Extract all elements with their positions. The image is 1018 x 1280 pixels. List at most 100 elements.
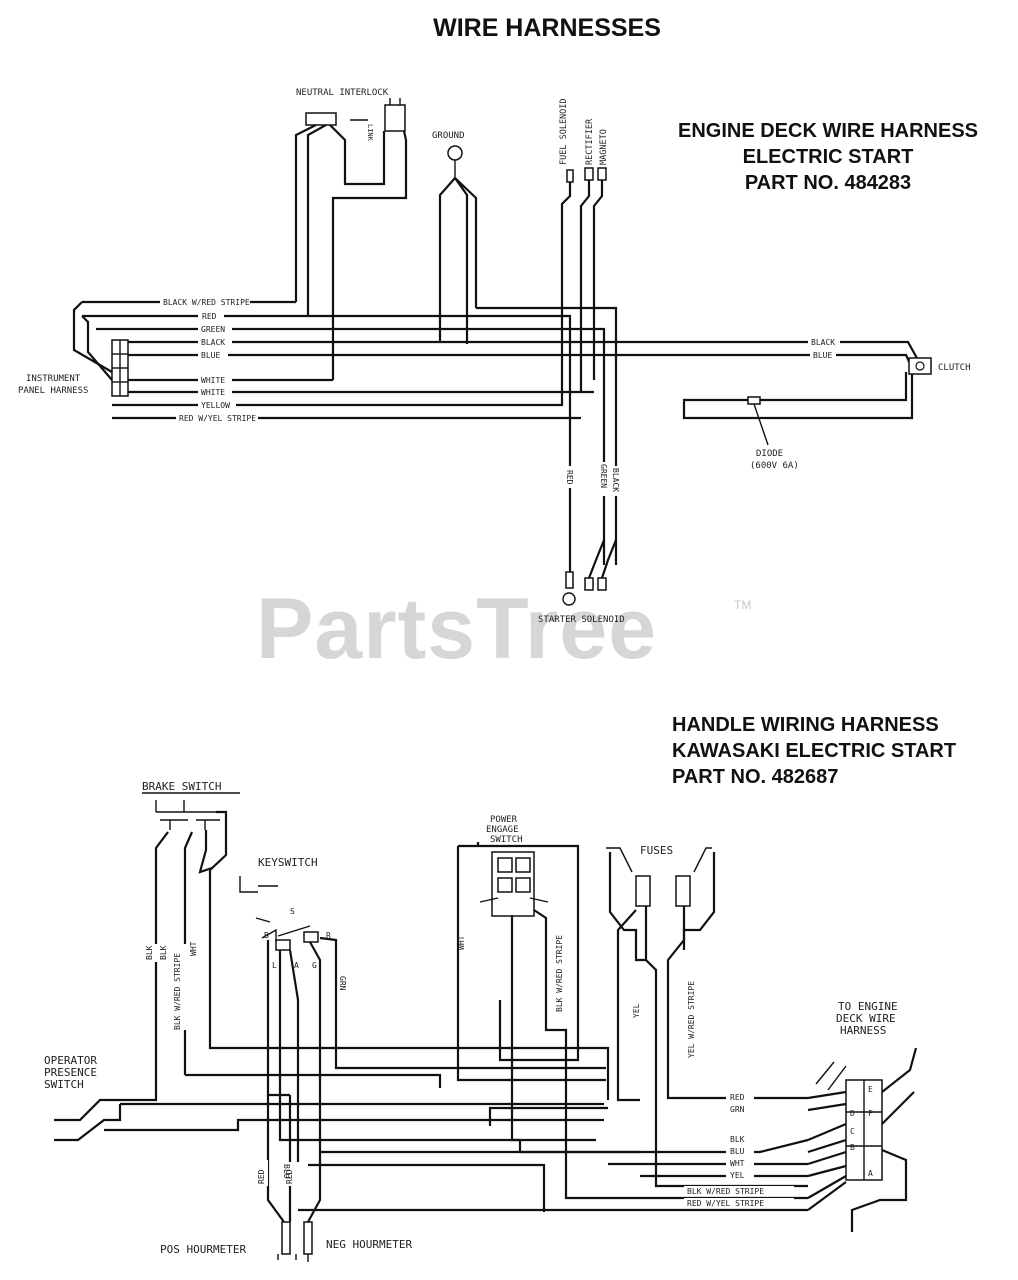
- key-terminal-l: L: [272, 961, 277, 970]
- wire-label-blue: BLUE: [201, 351, 220, 360]
- conn-terminal-b: B: [850, 1143, 855, 1152]
- handle-wire-yel: YEL: [632, 1003, 641, 1018]
- handle-wire-wht-2: WHT: [457, 935, 466, 950]
- starter-solenoid: [562, 539, 618, 606]
- hourmeters: [266, 1095, 322, 1262]
- conn-wire-red: RED: [730, 1093, 745, 1102]
- diode: [747, 396, 769, 446]
- label-diode-rating: (600V 6A): [750, 461, 799, 471]
- partstree-watermark: PartsTree: [256, 581, 658, 677]
- wire-label-red-yel: RED W/YEL STRIPE: [179, 414, 256, 423]
- engine-deck-component-labels: NEUTRAL INTERLOCK GROUND FUEL SOLENOID R…: [18, 88, 971, 625]
- instrument-panel-connector: [111, 339, 129, 397]
- neutral-interlock: LINK: [294, 98, 408, 380]
- conn-wire-red-yel: RED W/YEL STRIPE: [687, 1199, 764, 1208]
- label-green-vertical: GREEN: [599, 464, 608, 488]
- label-presence: PRESENCE: [44, 1066, 97, 1079]
- label-diode: DIODE: [756, 449, 783, 459]
- key-terminal-b: B: [264, 931, 269, 940]
- label-black-vertical: BLACK: [611, 468, 620, 492]
- label-operator: OPERATOR: [44, 1054, 97, 1067]
- conn-wire-blk: BLK: [730, 1135, 745, 1144]
- conn-wire-grn: GRN: [730, 1105, 745, 1114]
- handle-wire-blk-1: BLK: [145, 945, 154, 960]
- label-neutral-interlock: NEUTRAL INTERLOCK: [296, 88, 389, 98]
- keyswitch: [239, 876, 640, 1212]
- key-terminal-a: A: [294, 961, 299, 970]
- wire-label-blue-clutch: BLUE: [813, 351, 832, 360]
- label-op-switch: SWITCH: [44, 1078, 84, 1091]
- conn-wire-blk-red: BLK W/RED STRIPE: [687, 1187, 764, 1196]
- label-neg-hourmeter: NEG HOURMETER: [326, 1238, 412, 1251]
- engine-deck-heading-line-3: PART NO. 484283: [744, 172, 912, 194]
- label-clutch: CLUTCH: [938, 363, 971, 373]
- handle-wire-yel-red: YEL W/RED STRIPE: [687, 981, 696, 1058]
- conn-wire-yel: YEL: [730, 1171, 745, 1180]
- terminal-letters: S B R L A G E F D C B A: [264, 907, 873, 1178]
- handle-heading-line-2: KAWASAKI ELECTRIC START: [672, 740, 957, 762]
- label-rectifier: RECTIFIER: [585, 118, 595, 165]
- label-red-vertical: RED: [565, 470, 574, 485]
- label-pos-hourmeter: POS HOURMETER: [160, 1243, 246, 1256]
- handle-wire-blk-2: BLK: [159, 945, 168, 960]
- label-brake-switch: BRAKE SWITCH: [142, 780, 221, 793]
- label-panel-harness: PANEL HARNESS: [18, 386, 88, 396]
- engine-deck-wire-labels: BLACK W/RED STRIPE RED GREEN BLACK BLUE …: [160, 298, 840, 423]
- top-terminals: [560, 167, 607, 406]
- conn-wire-wht: WHT: [730, 1159, 745, 1168]
- conn-terminal-e: E: [868, 1085, 873, 1094]
- label-magneto: MAGNETO: [599, 129, 609, 165]
- label-switch: SWITCH: [490, 835, 523, 845]
- engine-deck-heading-line-2: ELECTRIC START: [742, 146, 914, 168]
- handle-wire-blu-hm: BLU: [282, 1164, 291, 1179]
- label-ground: GROUND: [432, 131, 465, 141]
- interlock-connector-left: [305, 112, 337, 126]
- label-keyswitch: KEYSWITCH: [258, 856, 318, 869]
- handle-wire-grn: GRN: [338, 976, 347, 991]
- label-harness: HARNESS: [840, 1024, 886, 1037]
- label-power: POWER: [490, 815, 518, 825]
- wire-label-red: RED: [202, 312, 217, 321]
- conn-terminal-c: C: [850, 1127, 855, 1136]
- wire-label-white-1: WHITE: [201, 376, 225, 385]
- power-engage-switch: [456, 842, 809, 1200]
- wire-label-green: GREEN: [201, 325, 225, 334]
- key-terminal-r: R: [326, 931, 331, 940]
- label-deck-wire: DECK WIRE: [836, 1012, 896, 1025]
- handle-heading-line-3: PART NO. 482687: [672, 766, 839, 788]
- conn-terminal-f: F: [868, 1109, 873, 1118]
- svg-text:LINK: LINK: [366, 124, 374, 142]
- fuses: [606, 847, 808, 1188]
- handle-wire-red-hm: RED: [257, 1169, 266, 1184]
- label-fuses: FUSES: [640, 844, 673, 857]
- engine-deck-connector: [298, 1047, 918, 1232]
- label-instrument: INSTRUMENT: [26, 374, 81, 384]
- handle-wire-wht-1: WHT: [189, 941, 198, 956]
- label-starter-solenoid: STARTER SOLENOID: [538, 615, 625, 625]
- handle-wire-blk-red-2: BLK W/RED STRIPE: [555, 935, 564, 1012]
- wire-label-black-clutch: BLACK: [811, 338, 835, 347]
- engine-deck-harness: LINK: [18, 88, 971, 625]
- page-title: WIRE HARNESSES: [433, 14, 661, 42]
- key-terminal-g: G: [312, 961, 317, 970]
- ground-terminal: [438, 145, 478, 344]
- handle-harness: BLK BLK BLK W/RED STRIPE WHT GRN WHT BLK…: [44, 780, 918, 1262]
- engine-deck-heading-line-1: ENGINE DECK WIRE HARNESS: [677, 120, 979, 142]
- label-fuel-solenoid: FUEL SOLENOID: [559, 98, 569, 165]
- engine-deck-heading: ENGINE DECK WIRE HARNESS ELECTRIC START …: [648, 118, 1008, 196]
- handle-wire-labels: BLK BLK BLK W/RED STRIPE WHT GRN WHT BLK…: [145, 922, 794, 1208]
- wire-label-white-2: WHITE: [201, 388, 225, 397]
- label-engage: ENGAGE: [486, 825, 519, 835]
- handle-component-labels: BRAKE SWITCH KEYSWITCH POWER ENGAGE SWIT…: [44, 780, 898, 1256]
- trademark-mark: TM: [734, 598, 752, 612]
- handle-wire-blk-red: BLK W/RED STRIPE: [173, 953, 182, 1030]
- key-terminal-s: S: [290, 907, 295, 916]
- handle-harness-heading: HANDLE WIRING HARNESS KAWASAKI ELECTRIC …: [672, 712, 1012, 790]
- clutch-connector: [682, 357, 932, 420]
- wire-label-black: BLACK: [201, 338, 225, 347]
- interlock-switch-body: [384, 104, 406, 132]
- operator-presence-switch: [54, 1088, 604, 1142]
- wire-label-black-red: BLACK W/RED STRIPE: [163, 298, 250, 307]
